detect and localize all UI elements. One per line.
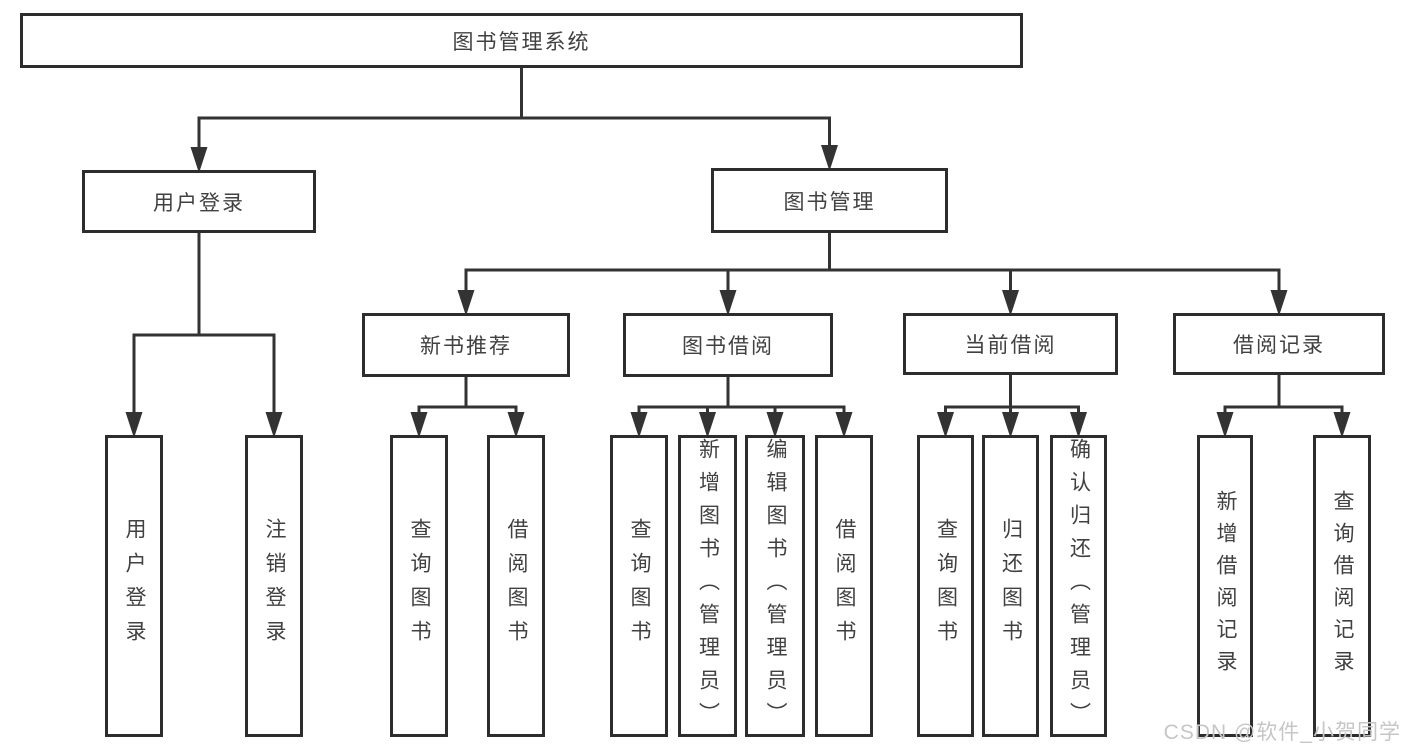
arrowhead-icon [1002, 412, 1019, 438]
arrowhead-icon [125, 412, 143, 438]
node-book-borrow: 图书借阅 [623, 313, 833, 377]
arrowhead-icon [190, 147, 208, 173]
arrowhead-icon [699, 412, 716, 438]
node-leaf-bb-query: 查询图书 [610, 435, 668, 737]
arrowhead-icon [457, 290, 475, 316]
node-current-borrow: 当前借阅 [903, 313, 1118, 375]
arrowhead-icon [507, 412, 525, 438]
arrowhead-icon [821, 145, 838, 171]
arrowhead-icon [1270, 290, 1288, 316]
arrowhead-icon [1333, 412, 1351, 438]
node-borrow-records: 借阅记录 [1173, 313, 1385, 375]
node-leaf-bb-borrow: 借阅图书 [815, 435, 873, 737]
node-leaf-user-login: 用户登录 [105, 435, 163, 737]
arrowhead-icon [1070, 412, 1087, 438]
node-leaf-nb-query: 查询图书 [390, 435, 448, 737]
node-leaf-bb-edit: 编辑图书（管理员） [745, 435, 805, 737]
node-leaf-cb-query: 查询图书 [917, 435, 974, 737]
node-new-book-recommend: 新书推荐 [362, 313, 570, 377]
node-root: 图书管理系统 [20, 13, 1023, 68]
node-book-management: 图书管理 [711, 168, 948, 233]
node-leaf-logout: 注销登录 [245, 435, 303, 737]
watermark: CSDN @软件_小贺同学 [1163, 721, 1401, 744]
arrowhead-icon [1216, 412, 1234, 438]
arrowhead-icon [410, 412, 428, 438]
arrowhead-icon [719, 290, 737, 316]
arrowhead-icon [265, 412, 283, 438]
node-leaf-br-add: 新增借阅记录 [1197, 435, 1253, 737]
arrowhead-icon [937, 412, 954, 438]
arrowhead-icon [630, 412, 648, 438]
node-leaf-bb-add: 新增图书（管理员） [678, 435, 737, 737]
node-leaf-br-query: 查询借阅记录 [1313, 435, 1371, 737]
arrowhead-icon [766, 412, 784, 438]
node-user-login: 用户登录 [82, 170, 316, 233]
arrowhead-icon [835, 412, 853, 438]
node-leaf-cb-return: 归还图书 [982, 435, 1039, 737]
node-leaf-cb-confirm: 确认归还（管理员） [1050, 435, 1107, 737]
arrowhead-icon [1002, 290, 1019, 316]
node-leaf-nb-borrow: 借阅图书 [487, 435, 545, 737]
